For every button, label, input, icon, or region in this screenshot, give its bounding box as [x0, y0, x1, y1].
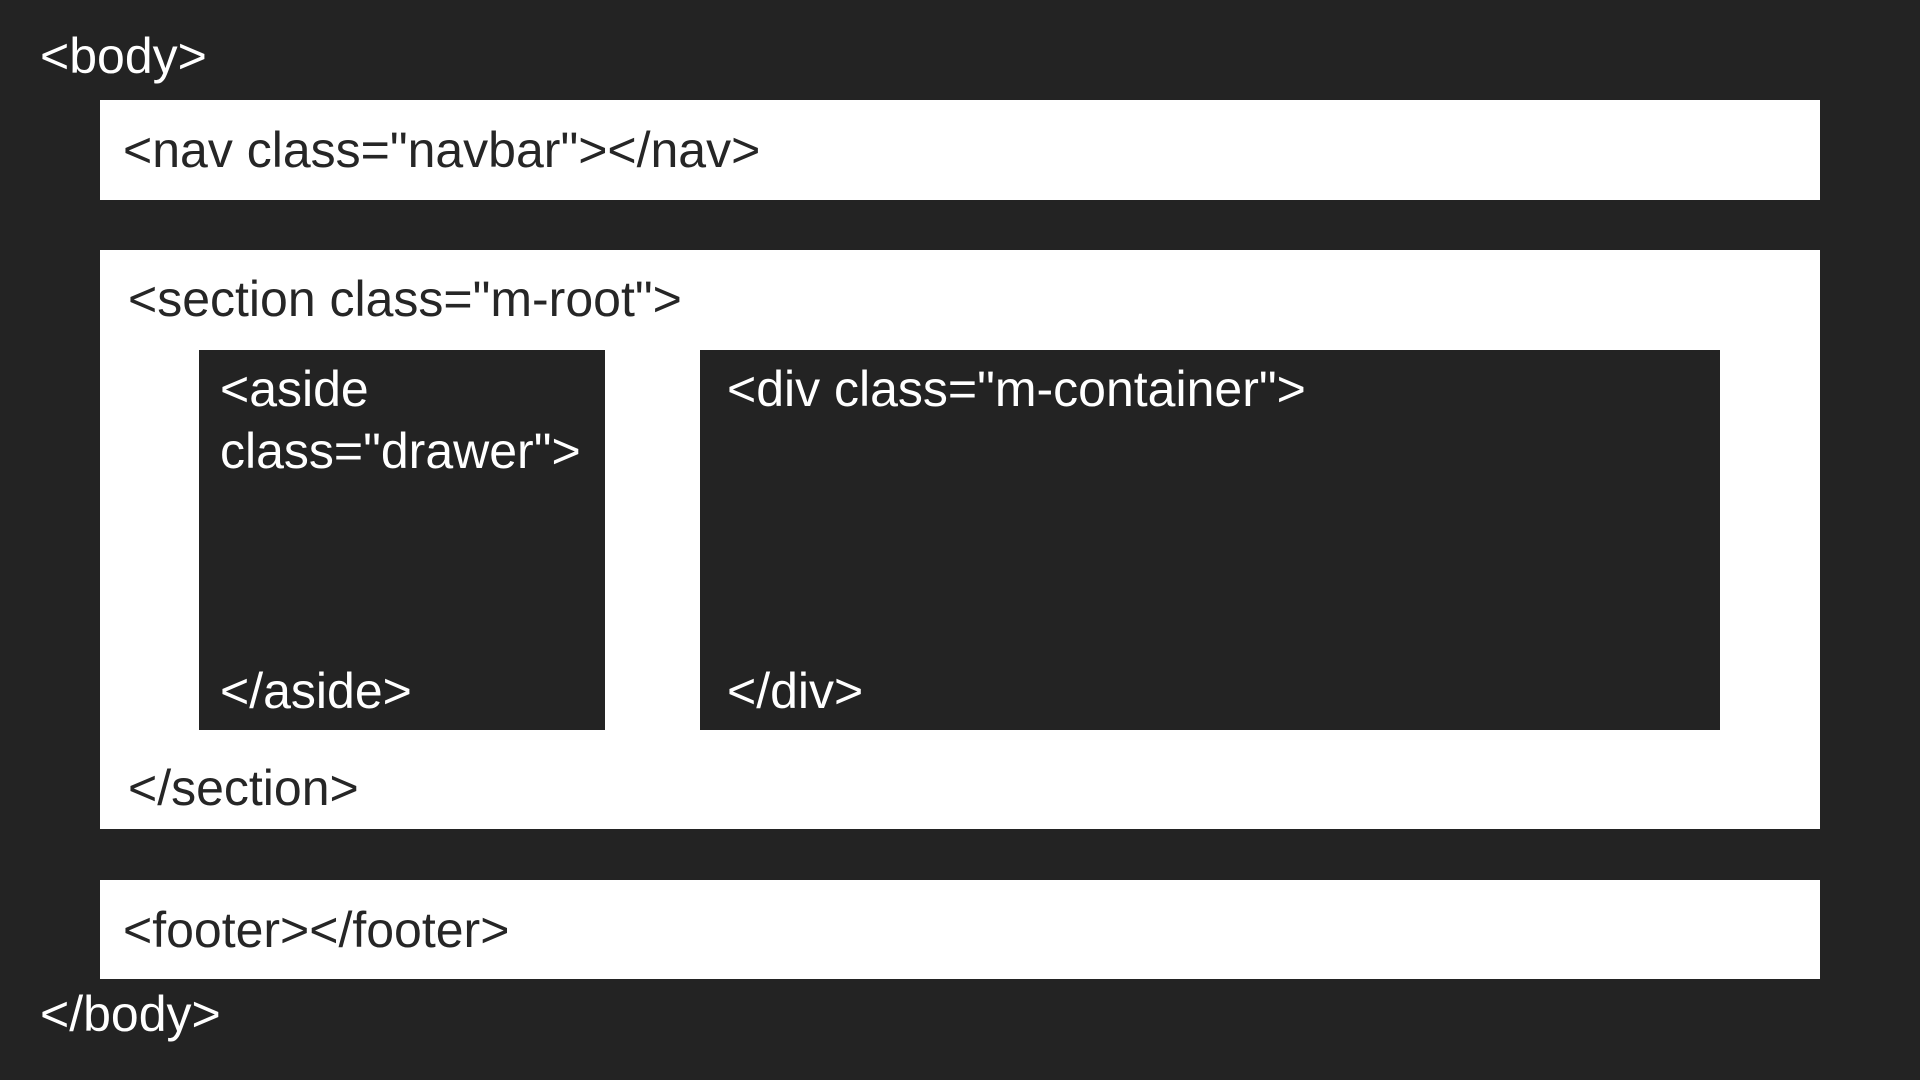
navbar-code: <nav class="navbar"></nav> [123, 122, 761, 178]
aside-drawer-box: <aside class="drawer"> </aside> [199, 350, 605, 730]
section-open-tag: <section class="m-root"> [128, 271, 682, 327]
section-close-tag: </section> [128, 760, 359, 816]
section-root-box: <section class="m-root"> <aside class="d… [100, 250, 1820, 829]
m-container-box: <div class="m-container"> </div> [700, 350, 1720, 730]
container-open-tag: <div class="m-container"> [727, 361, 1306, 417]
body-close-tag: </body> [40, 986, 221, 1042]
footer-code: <footer></footer> [123, 901, 510, 958]
body-open-tag: <body> [40, 28, 207, 84]
navbar-box: <nav class="navbar"></nav> [100, 100, 1820, 200]
aside-open-tag: <aside class="drawer"> [220, 361, 581, 479]
aside-close-tag: </aside> [220, 663, 412, 719]
footer-box: <footer></footer> [100, 880, 1820, 979]
container-close-tag: </div> [727, 663, 864, 719]
